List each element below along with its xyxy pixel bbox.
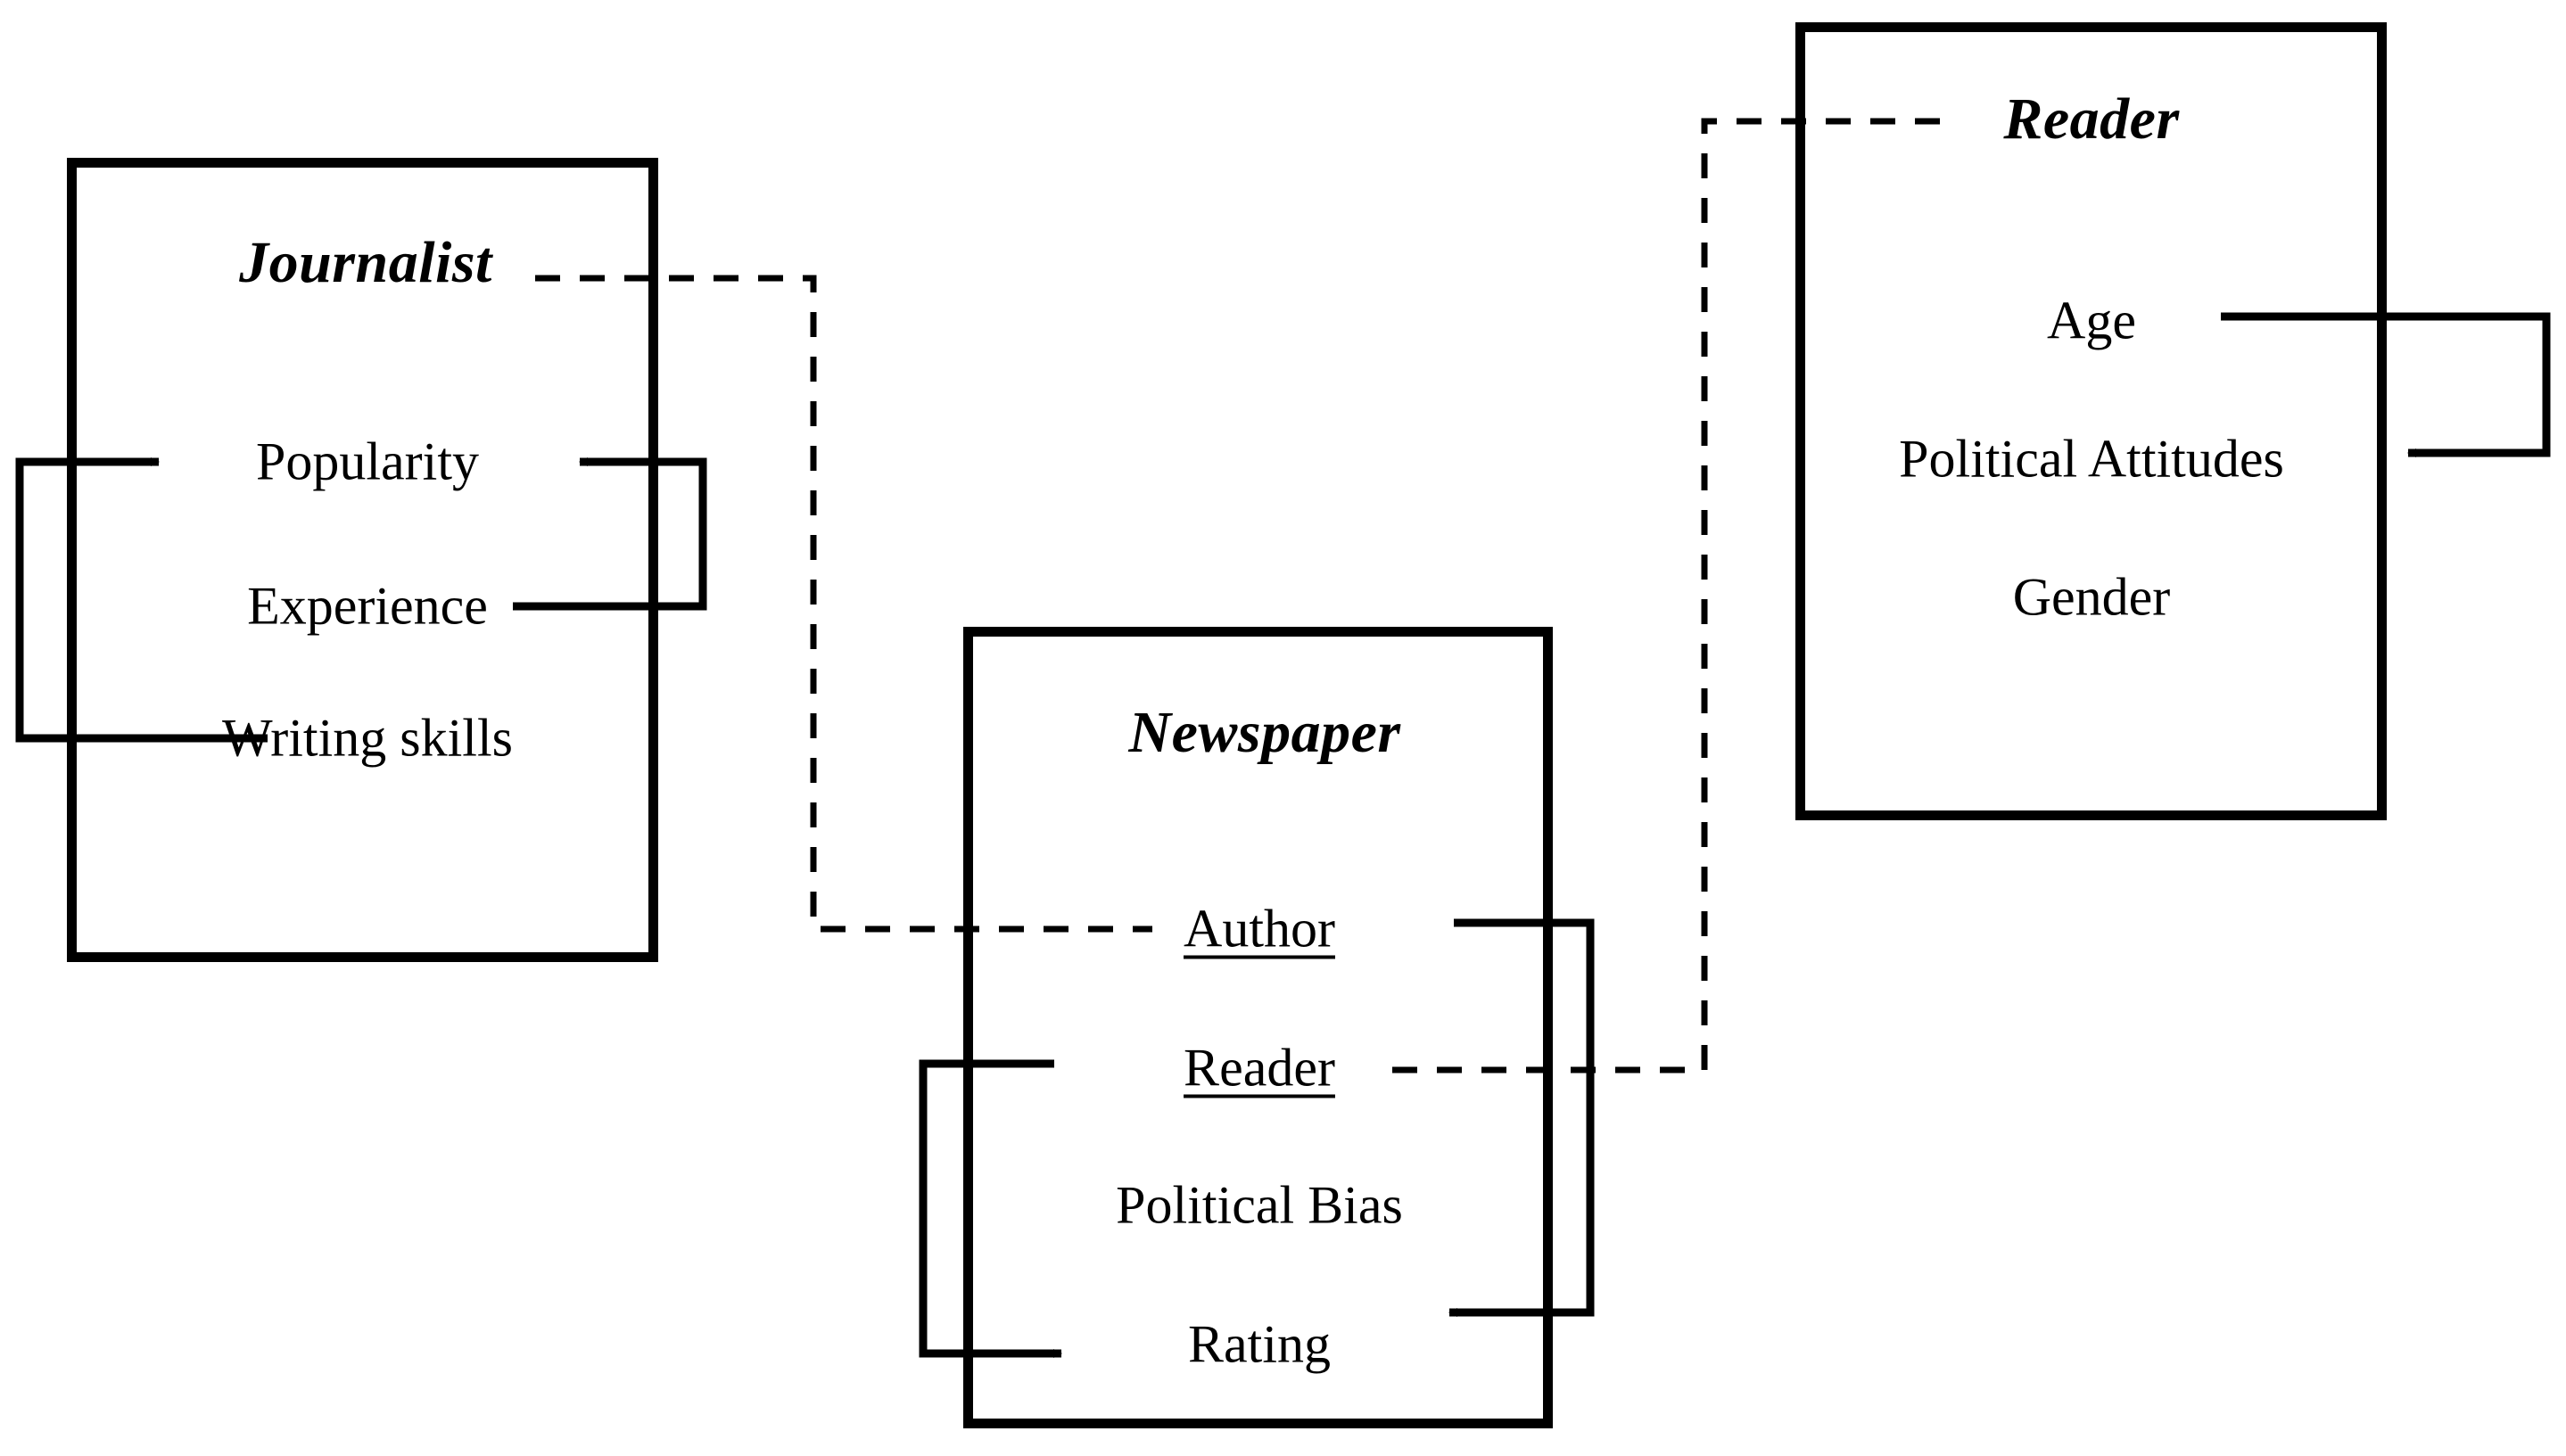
entity-box-journalist[interactable] [67,158,658,962]
attribute-age: Age [2047,291,2136,350]
attribute-popularity: Popularity [256,432,479,491]
entity-box-newspaper[interactable] [963,627,1553,1428]
entity-title-newspaper: Newspaper [1128,700,1401,765]
attribute-rating: Rating [1188,1314,1331,1374]
attribute-gender: Gender [2012,567,2171,627]
attribute-author: Author [1184,899,1335,958]
attribute-political-attitudes: Political Attitudes [1899,429,2284,489]
attribute-reader: Reader [1184,1038,1335,1098]
entity-title-journalist: Journalist [239,230,492,295]
entity-box-reader[interactable] [1795,22,2387,820]
attribute-writing-skills: Writing skills [222,708,513,768]
attribute-experience: Experience [247,576,488,636]
entity-title-reader: Reader [2003,86,2180,152]
attribute-political-bias: Political Bias [1116,1175,1403,1235]
